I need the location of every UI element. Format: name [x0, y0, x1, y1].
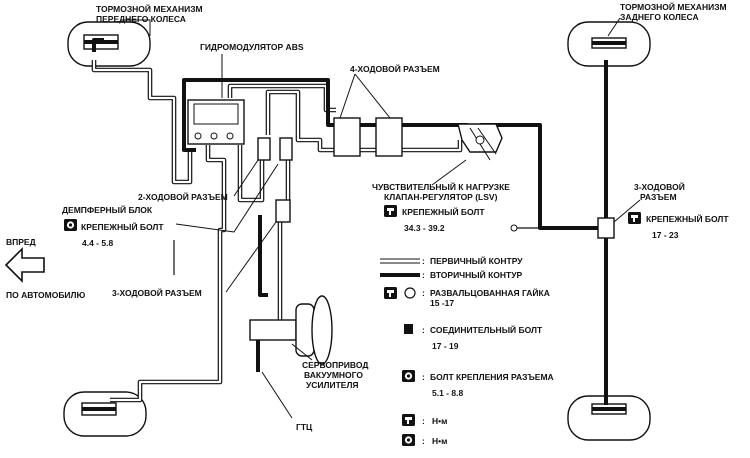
flare-nut-symbol-icon: [404, 287, 416, 299]
thin-lines: [173, 227, 560, 275]
legend-connector-bolt-torque: 5.1 - 8.8: [432, 388, 463, 398]
legend-sep-7: :: [422, 436, 425, 446]
four-way-connectors: [333, 117, 403, 157]
left-bolt-label: КРЕПЕЖНЫЙ БОЛТ: [81, 221, 164, 232]
lsv-bolt-torque: 34.3 - 39.2: [404, 223, 445, 233]
servo-label: СЕРВОПРИВОД ВАКУУМНОГО УСИЛИТЕЛЯ: [302, 360, 368, 390]
wrench-symbol-icon: [384, 205, 397, 217]
forward-arrow-icon: [4, 247, 45, 283]
by-vehicle-label: ПО АВТОМОБИЛЮ: [6, 290, 86, 300]
master-cylinder-servo: [249, 295, 333, 365]
damper-block: [257, 137, 293, 223]
forward-label: ВПРЕД: [6, 237, 36, 247]
legend-unit-1: Н•м: [432, 416, 447, 426]
four-way-label: 4-ХОДОВОЙ РАЗЪЕМ: [350, 63, 440, 74]
rear-brake-label: ТОРМОЗНОЙ МЕХАНИЗМ ЗАДНЕГО КОЛЕСА: [620, 1, 727, 22]
front-left-wheel-brake: [67, 21, 151, 67]
abs-modulator-block: [187, 99, 245, 145]
leader-lines: [120, 17, 641, 419]
servo-line1: СЕРВОПРИВОД: [302, 360, 368, 370]
front-right-wheel-brake: [567, 21, 651, 67]
wrench-symbol-icon: [402, 414, 415, 426]
servo-line3: УСИЛИТЕЛЯ: [306, 380, 359, 390]
abs-modulator-label: ГИДРОМОДУЛЯТОР ABS: [200, 42, 304, 52]
wrench-bolt-symbol-icon: [402, 434, 415, 446]
wrench-bolt-symbol-icon: [64, 219, 77, 231]
legend-unit-2: Н•м: [432, 436, 447, 446]
legend: : ПЕРВИЧНЫЙ КОНТРУ : ВТОРИЧНЫЙ КОНТУР : …: [380, 255, 554, 446]
three-way-right-label: 3-ХОДОВОЙ РАЗЪЕМ: [634, 181, 685, 202]
front-brake-line1: ТОРМОЗНОЙ МЕХАНИЗМ: [96, 3, 203, 14]
lsv-bolt-label: КРЕПЕЖНЫЙ БОЛТ: [402, 206, 485, 217]
master-cylinder-label: ГТЦ: [296, 422, 313, 432]
front-brake-line2: ПЕРЕДНЕГО КОЛЕСА: [96, 14, 186, 24]
rear-brake-line1: ТОРМОЗНОЙ МЕХАНИЗМ: [620, 1, 727, 12]
legend-connector-bolt: БОЛТ КРЕПЛЕНИЯ РАЗЪЕМА: [430, 372, 554, 382]
legend-sep-3: :: [422, 288, 425, 298]
right-bolt-label: КРЕПЕЖНЫЙ БОЛТ: [646, 213, 729, 224]
damper-label: ДЕМПФЕРНЫЙ БЛОК: [62, 204, 153, 215]
three-way-connector-right: [510, 217, 615, 239]
rear-left-wheel-brake: [63, 391, 147, 437]
legend-flare-nut-torque: 15 -17: [430, 298, 454, 308]
three-way-lower-label: 3-ХОДОВОЙ РАЗЪЕМ: [112, 287, 202, 298]
legend-sep-4: :: [422, 325, 425, 335]
lsv-line2: КЛАПАН-РЕГУЛЯТОР (LSV): [384, 192, 498, 202]
rear-brake-line2: ЗАДНЕГО КОЛЕСА: [620, 12, 699, 22]
servo-line2: ВАКУУМНОГО: [304, 370, 363, 380]
front-brake-label: ТОРМОЗНОЙ МЕХАНИЗМ ПЕРЕДНЕГО КОЛЕСА: [96, 3, 203, 24]
lsv-valve: [457, 123, 503, 161]
secondary-circuit-lines: [92, 38, 608, 405]
three-way-right-line2: РАЗЪЕМ: [640, 192, 677, 202]
legend-union-bolt: СОЕДИНИТЕЛЬНЫЙ БОЛТ: [430, 324, 543, 335]
three-way-right-line1: 3-ХОДОВОЙ: [634, 181, 685, 192]
legend-primary: ПЕРВИЧНЫЙ КОНТРУ: [430, 255, 523, 266]
legend-sep-1: :: [422, 256, 425, 266]
rear-right-wheel-brake: [567, 395, 651, 441]
legend-sep-2: :: [422, 270, 425, 280]
legend-union-bolt-torque: 17 - 19: [432, 341, 459, 351]
legend-sep-5: :: [422, 372, 425, 382]
union-bolt-symbol-icon: [404, 324, 413, 334]
left-bolt-torque: 4.4 - 5.8: [82, 238, 113, 248]
wrench-bolt-symbol-icon: [402, 370, 415, 382]
lsv-line1: ЧУВСТВИТЕЛЬНЫЙ К НАГРУЗКЕ: [372, 181, 510, 192]
legend-sep-6: :: [422, 416, 425, 426]
right-bolt-torque: 17 - 23: [652, 230, 679, 240]
wrench-symbol-icon: [384, 287, 397, 299]
legend-flare-nut: РАЗВАЛЬЦОВАННАЯ ГАЙКА: [430, 287, 550, 298]
lsv-label: ЧУВСТВИТЕЛЬНЫЙ К НАГРУЗКЕ КЛАПАН-РЕГУЛЯТ…: [372, 181, 510, 202]
two-way-label: 2-ХОДОВОЙ РАЗЪЕМ: [138, 191, 228, 202]
wrench-symbol-icon: [628, 212, 641, 224]
legend-secondary: ВТОРИЧНЫЙ КОНТУР: [430, 269, 523, 280]
